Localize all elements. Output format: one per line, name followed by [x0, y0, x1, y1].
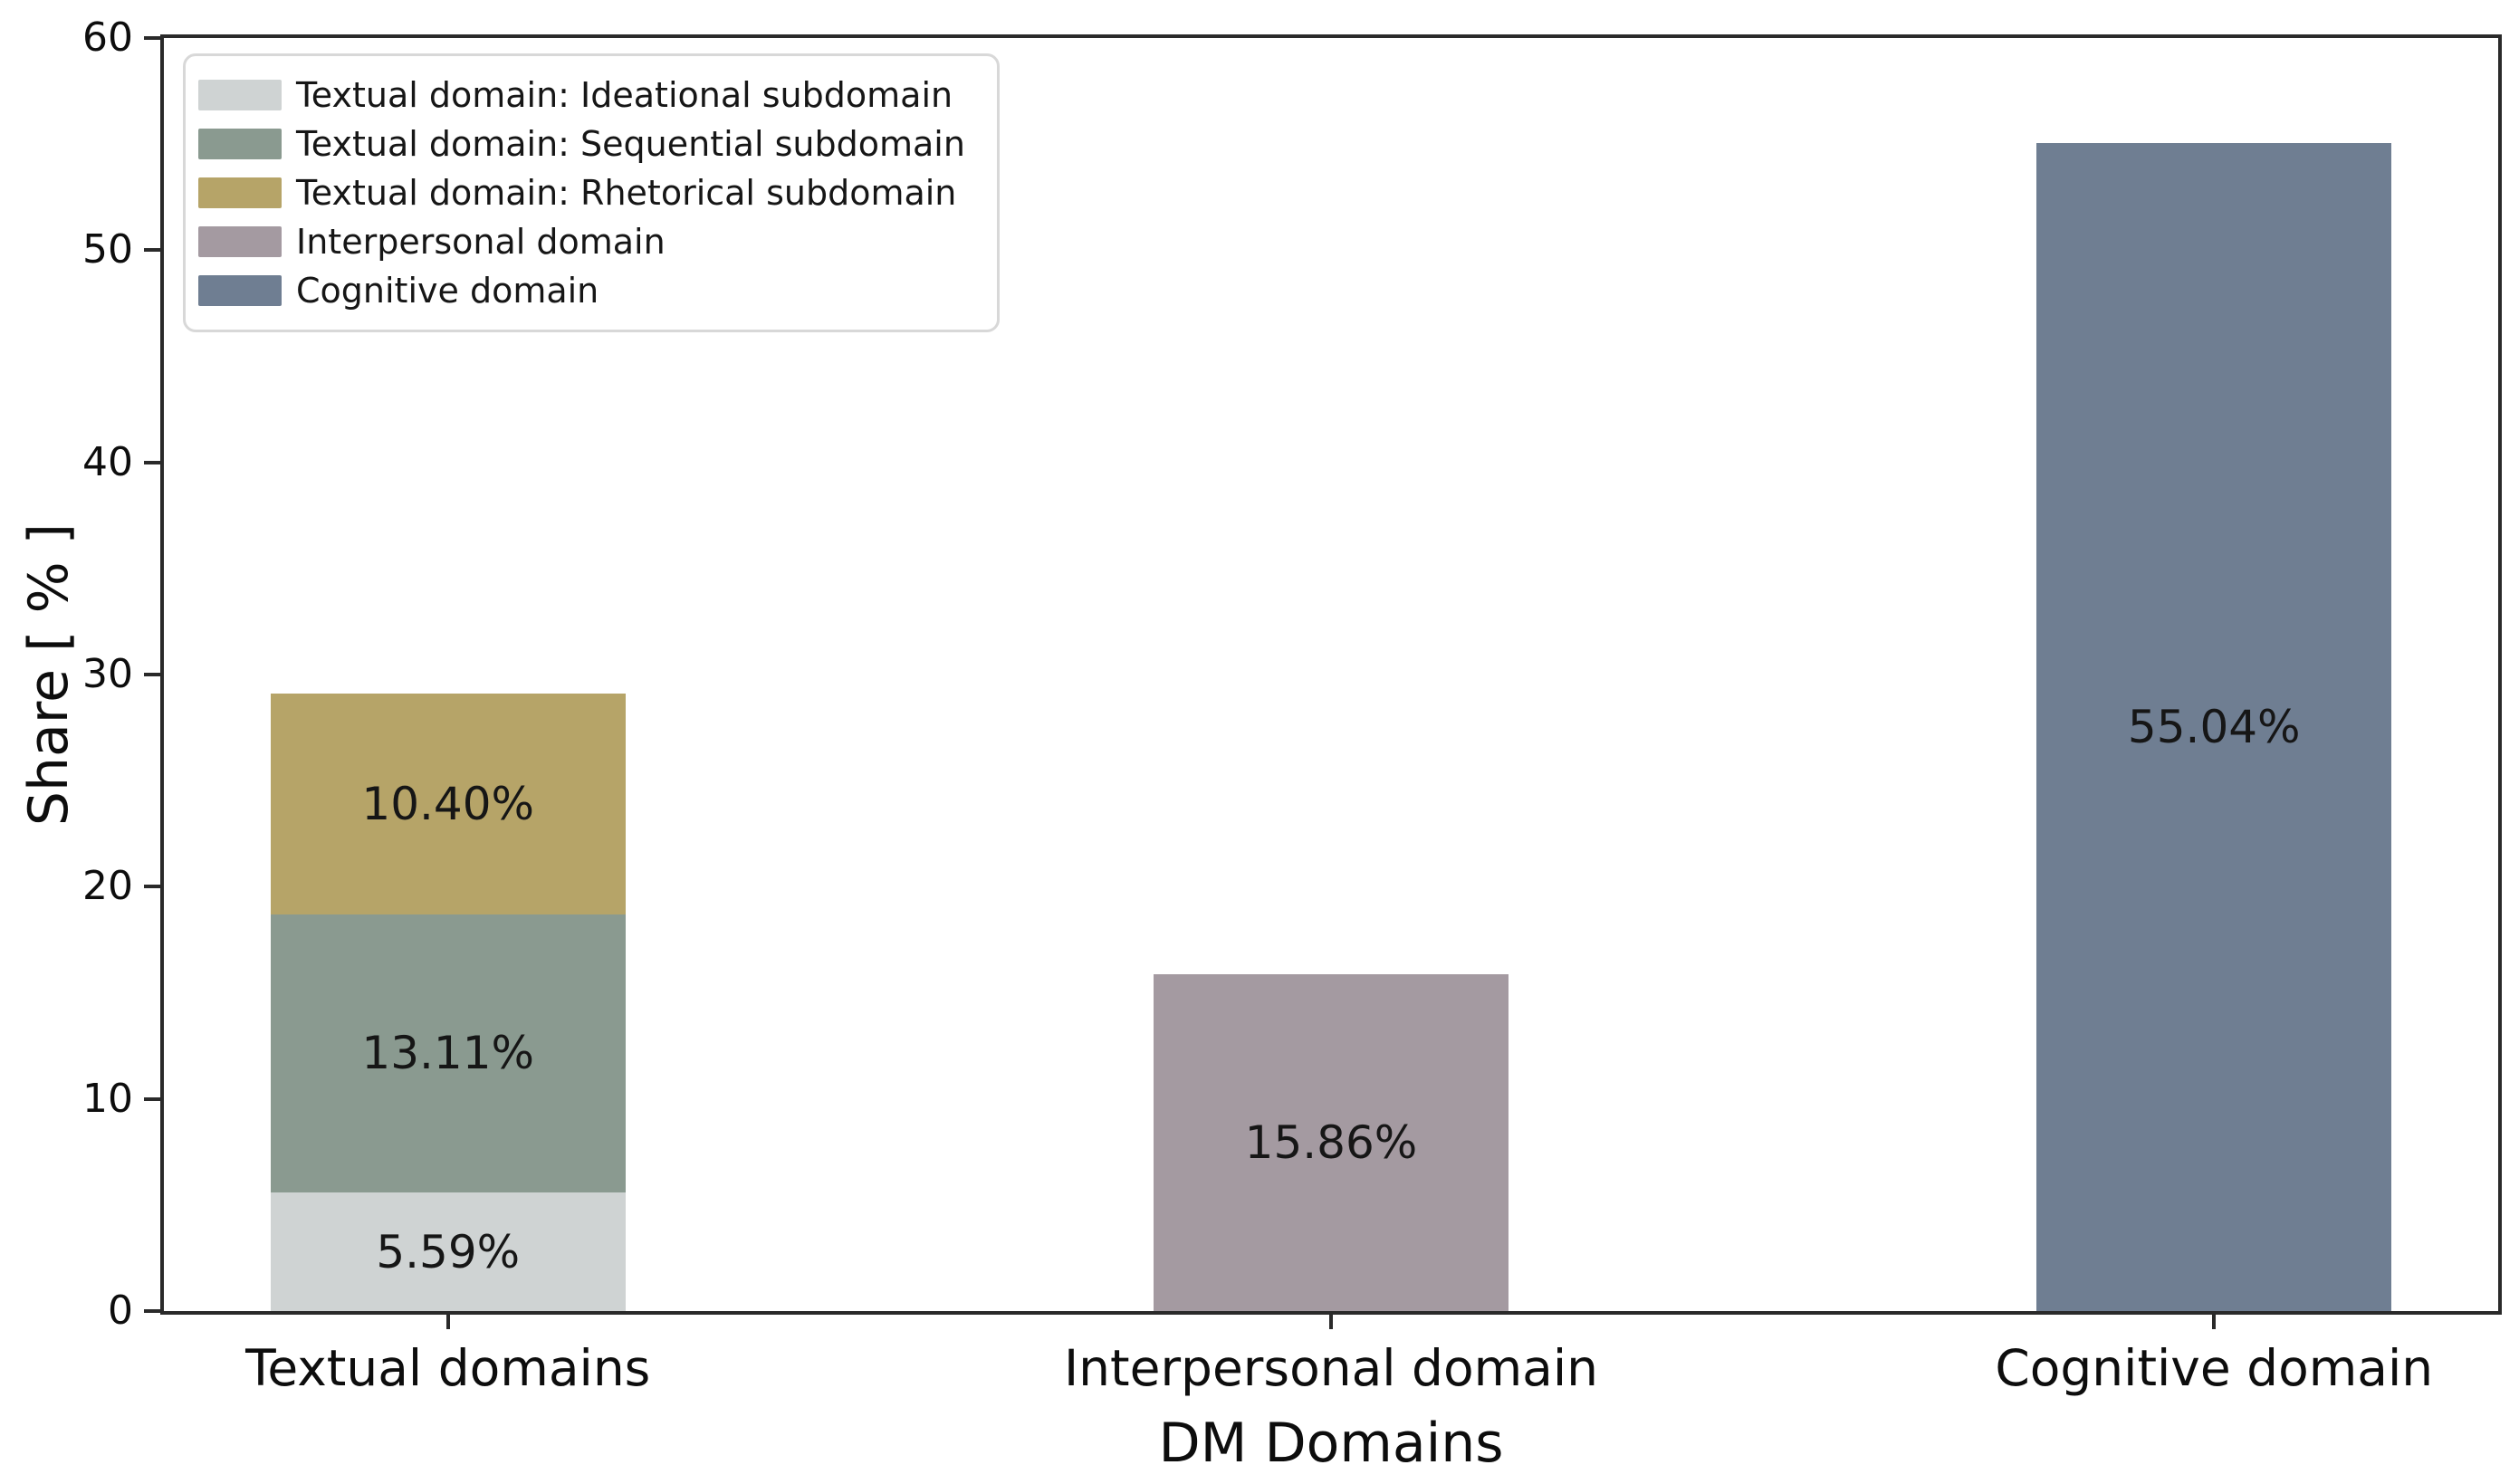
y-tick-label: 50	[82, 226, 133, 273]
x-tick-label: Textual domains	[245, 1339, 651, 1397]
y-tick-mark	[144, 1309, 164, 1313]
bar: 5.59% 13.11% 10.40%	[270, 38, 626, 1311]
y-tick-label: 0	[108, 1288, 133, 1334]
legend-label: Textual domain: Sequential subdomain	[296, 124, 965, 164]
legend-row: Interpersonal domain	[198, 225, 984, 259]
bar-segment: 15.86%	[1154, 974, 1509, 1311]
y-tick-label: 10	[82, 1075, 133, 1122]
legend-row: Textual domain: Rhetorical subdomain	[198, 176, 984, 210]
legend-row: Cognitive domain	[198, 273, 984, 308]
y-tick-label: 40	[82, 438, 133, 485]
y-tick-mark	[144, 36, 164, 40]
bar-segment-label: 15.86%	[1244, 1116, 1418, 1170]
bar-segment-label: 10.40%	[361, 777, 535, 830]
x-tick-label: Interpersonal domain	[1063, 1339, 1599, 1397]
bar-segment: 10.40%	[270, 694, 626, 914]
bar-segment-label: 55.04%	[2127, 701, 2301, 754]
x-tick-mark	[1329, 1311, 1333, 1329]
bar-segment-label: 13.11%	[361, 1027, 535, 1080]
y-tick-mark	[144, 673, 164, 676]
x-tick-label: Cognitive domain	[1995, 1339, 2434, 1397]
bar-segment: 13.11%	[270, 914, 626, 1193]
y-tick-mark	[144, 248, 164, 253]
x-tick-mark	[445, 1311, 450, 1329]
y-axis-label: Share [ % ]	[17, 522, 81, 827]
x-tick-mark	[2212, 1311, 2217, 1329]
y-tick-label: 30	[82, 651, 133, 697]
bar-segment-label: 5.59%	[376, 1225, 521, 1278]
y-tick-label: 60	[82, 14, 133, 61]
bar: 15.86%	[1154, 38, 1509, 1311]
legend-swatch	[198, 177, 282, 208]
y-tick-label: 20	[82, 863, 133, 910]
legend-swatch	[198, 80, 282, 110]
bar-segment: 5.59%	[270, 1192, 626, 1311]
y-tick-mark	[144, 1096, 164, 1101]
legend-swatch	[198, 129, 282, 159]
legend-label: Interpersonal domain	[296, 222, 666, 262]
legend-label: Textual domain: Rhetorical subdomain	[296, 173, 957, 213]
x-axis-label: DM Domains	[1158, 1412, 1504, 1475]
legend-swatch	[198, 275, 282, 306]
bar: 55.04%	[2036, 38, 2392, 1311]
legend-swatch	[198, 226, 282, 257]
bar-segment: 55.04%	[2036, 143, 2392, 1311]
y-tick-mark	[144, 460, 164, 464]
legend-row: Textual domain: Sequential subdomain	[198, 127, 984, 161]
y-tick-mark	[144, 885, 164, 889]
legend-label: Textual domain: Ideational subdomain	[296, 75, 953, 115]
legend-row: Textual domain: Ideational subdomain	[198, 78, 984, 112]
legend-label: Cognitive domain	[296, 271, 599, 311]
